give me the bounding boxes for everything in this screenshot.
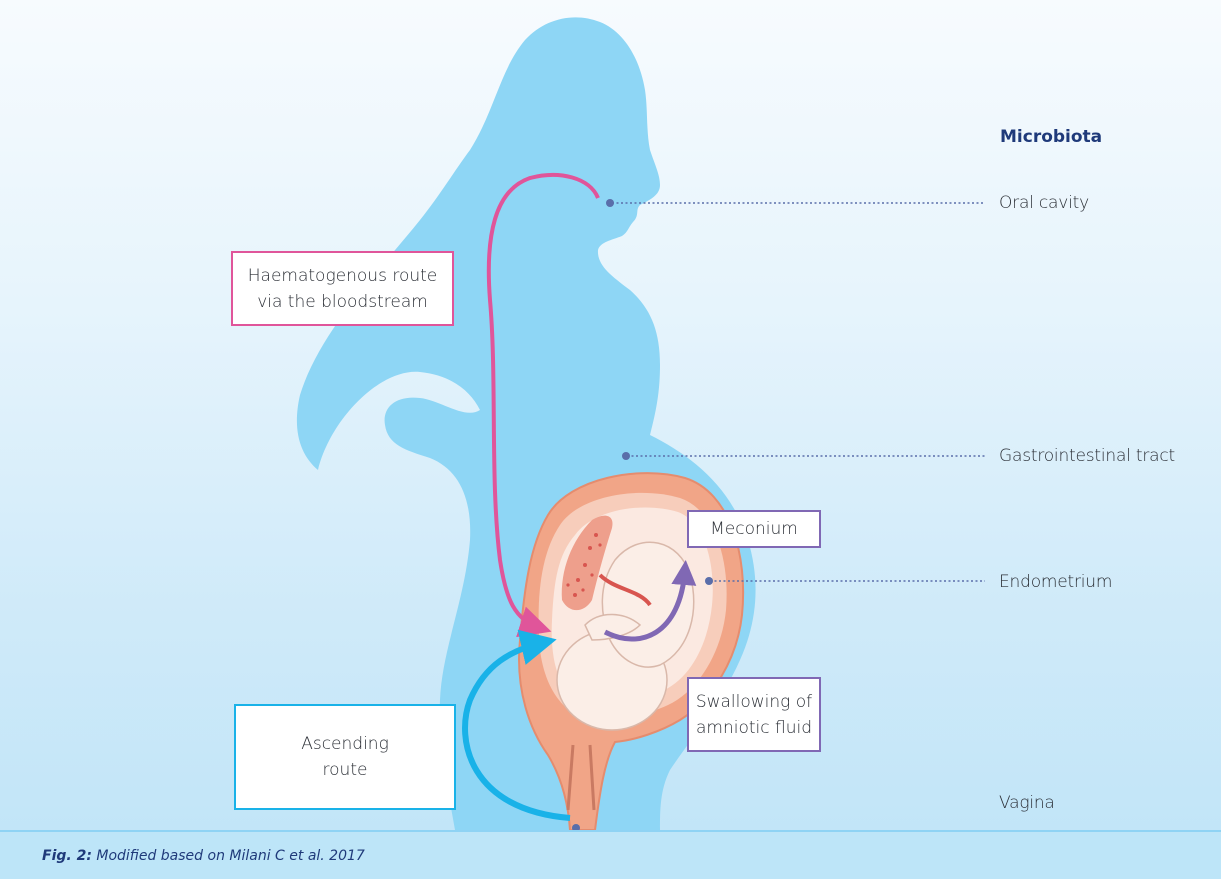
site-label-endometrium: Endometrium xyxy=(999,572,1112,592)
figure-caption-prefix: Fig. 2: xyxy=(42,848,92,864)
site-label-vagina: Vagina xyxy=(999,793,1055,813)
microbiota-transfer-diagram xyxy=(0,0,1221,830)
microbiota-heading: Microbiota xyxy=(1000,127,1102,147)
caption-bar: Fig. 2: Modified based on Milani C et al… xyxy=(0,830,1221,879)
site-label-oral-cavity: Oral cavity xyxy=(999,193,1089,213)
haematogenous-route-box: Haematogenous route via the bloodstream xyxy=(231,251,454,326)
site-label-gastrointestinal-tract: Gastrointestinal tract xyxy=(999,446,1175,466)
haematogenous-route-label: Haematogenous route via the bloodstream xyxy=(248,263,438,315)
figure-caption-text: Modified based on Milani C et al. 2017 xyxy=(92,848,365,864)
swallowing-amniotic-fluid-box: Swallowing of amniotic fluid xyxy=(687,677,821,752)
endometrium-dot xyxy=(705,577,713,585)
ascending-route-label: Ascending route xyxy=(301,731,389,783)
gastrointestinal-tract-dot xyxy=(622,452,630,460)
figure-caption: Fig. 2: Modified based on Milani C et al… xyxy=(42,848,365,864)
oral-cavity-dot xyxy=(606,199,614,207)
ascending-route-box: Ascending route xyxy=(234,704,456,810)
swallowing-amniotic-fluid-label: Swallowing of amniotic fluid xyxy=(696,689,812,741)
meconium-label: Meconium xyxy=(710,516,798,542)
meconium-box: Meconium xyxy=(687,510,821,548)
